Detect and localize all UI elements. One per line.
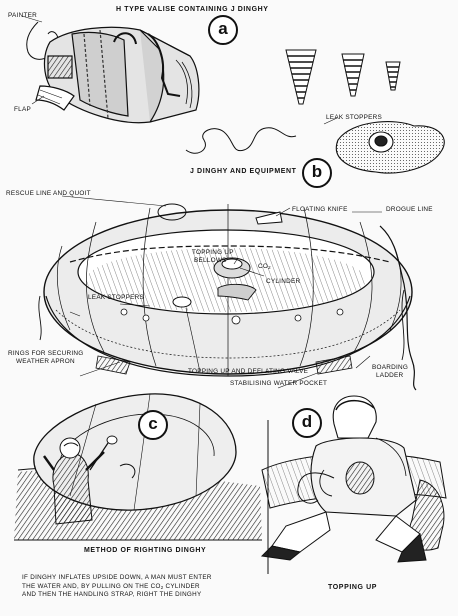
label-rings-2: WEATHER APRON	[16, 358, 75, 365]
panel-frames	[14, 420, 269, 574]
panel-a-title: H TYPE VALISE CONTAINING J DINGHY	[116, 6, 269, 13]
label-co2: CO2	[258, 263, 271, 270]
label-boarding: BOARDING	[372, 364, 409, 371]
repair-patch-drawing	[335, 121, 445, 174]
label-bellows: BELLOWS	[194, 257, 227, 264]
caption-line-2: THE WATER AND, BY PULLING ON THE CO2 CYL…	[22, 582, 200, 590]
panel-b-title: J DINGHY AND EQUIPMENT	[190, 168, 297, 175]
label-leak-stoppers-a: LEAK STOPPERS	[326, 114, 383, 121]
panel-c-caption: IF DINGHY INFLATES UPSIDE DOWN, A MAN MU…	[22, 574, 212, 600]
panel-c-letter-badge: c	[138, 410, 168, 440]
valise-drawing	[26, 21, 297, 154]
leak-stoppers-drawing	[285, 49, 401, 125]
panel-d-letter-badge: d	[292, 408, 322, 438]
label-water-pocket: STABILISING WATER POCKET	[230, 380, 328, 387]
label-painter: PAINTER	[8, 12, 37, 19]
panel-c-title: METHOD OF RIGHTING DINGHY	[84, 547, 207, 554]
label-topping-up: TOPPING UP	[192, 249, 234, 256]
righting-scene-drawing	[14, 393, 262, 540]
label-ladder: LADDER	[376, 372, 404, 379]
label-valve: TOPPING UP AND DEFLATING VALVE	[188, 368, 309, 375]
label-cylinder: CYLINDER	[266, 278, 301, 285]
panel-a-letter-badge: a	[208, 15, 238, 45]
label-rings-1: RINGS FOR SECURING	[8, 350, 84, 357]
label-leak-stoppers-b: LEAK STOPPERS	[88, 294, 145, 301]
label-flap: FLAP	[14, 106, 31, 113]
caption-line-1: IF DINGHY INFLATES UPSIDE DOWN, A MAN MU…	[22, 574, 212, 581]
label-floating-knife: FLOATING KNIFE	[292, 206, 348, 213]
panel-d-title: TOPPING UP	[328, 584, 378, 591]
label-rescue-line: RESCUE LINE AND QUOIT	[6, 190, 91, 197]
dinghy-drawing	[38, 203, 417, 391]
panel-b-letter-badge: b	[302, 158, 332, 188]
topping-up-scene-drawing	[260, 395, 447, 563]
caption-line-3: AND THEN THE HANDLING STRAP, RIGHT THE D…	[22, 591, 202, 598]
panel-b-leader-lines	[61, 195, 382, 389]
label-drogue-line: DROGUE LINE	[386, 206, 433, 213]
